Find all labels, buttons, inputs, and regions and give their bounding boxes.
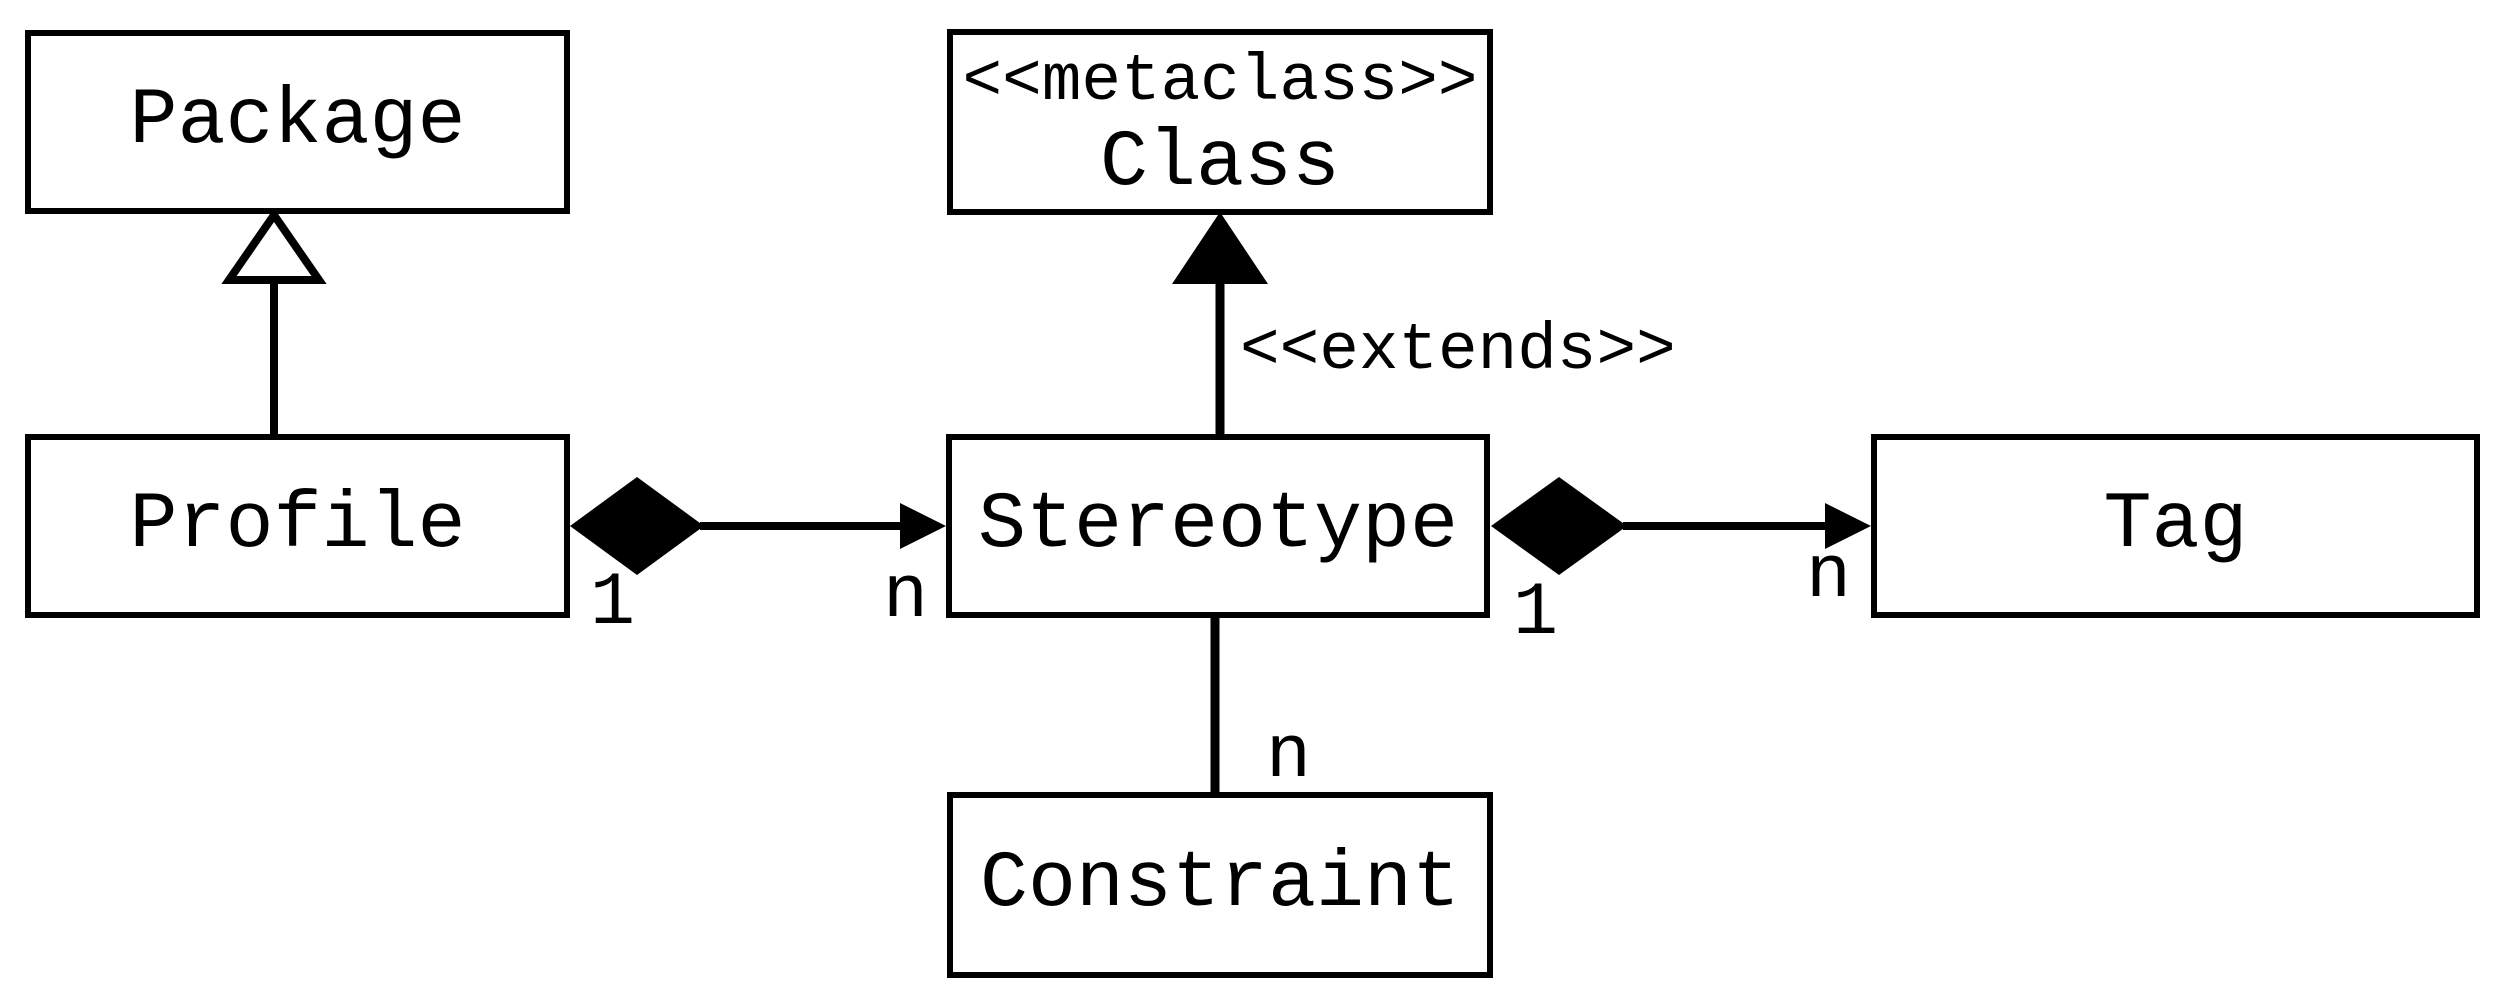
node-constraint-label: Constraint — [979, 839, 1461, 930]
node-profile: Profile — [25, 434, 570, 618]
multiplicity-label-constraint-side: n — [1265, 714, 1311, 799]
node-class: <<metaclass>> Class — [947, 29, 1493, 215]
multiplicity-label-profile-side: 1 — [589, 561, 635, 646]
node-profile-label: Profile — [129, 480, 466, 571]
edge-profile-package — [221, 207, 327, 434]
edge-stereotype-class — [1172, 212, 1268, 434]
node-class-label: Class — [1099, 118, 1341, 210]
composition-diamond-icon — [1491, 477, 1627, 575]
node-stereotype: Stereotype — [946, 434, 1490, 618]
multiplicity-label-tag-side: n — [1805, 534, 1851, 619]
node-tag-label: Tag — [2103, 480, 2248, 571]
extends-stereotype-label: <<extends>> — [1240, 313, 1676, 388]
node-package-label: Package — [129, 76, 466, 167]
edge-stereotype-tag — [1491, 477, 1871, 575]
filled-triangle-arrowhead-icon — [1172, 212, 1268, 284]
multiplicity-label-stereotype-side: 1 — [1512, 571, 1558, 656]
node-stereotype-label: Stereotype — [977, 480, 1459, 571]
node-tag: Tag — [1871, 434, 2480, 618]
node-constraint: Constraint — [947, 792, 1493, 978]
multiplicity-label-stereotype-side: n — [882, 554, 928, 639]
metaclass-keyword-label: <<metaclass>> — [962, 44, 1478, 119]
edge-profile-stereotype — [570, 477, 946, 575]
composition-diamond-icon — [570, 477, 704, 575]
node-package: Package — [25, 30, 570, 214]
hollow-triangle-arrowhead-icon — [221, 207, 327, 284]
arrowhead-icon — [900, 503, 946, 549]
arrowhead-icon — [1825, 503, 1871, 549]
